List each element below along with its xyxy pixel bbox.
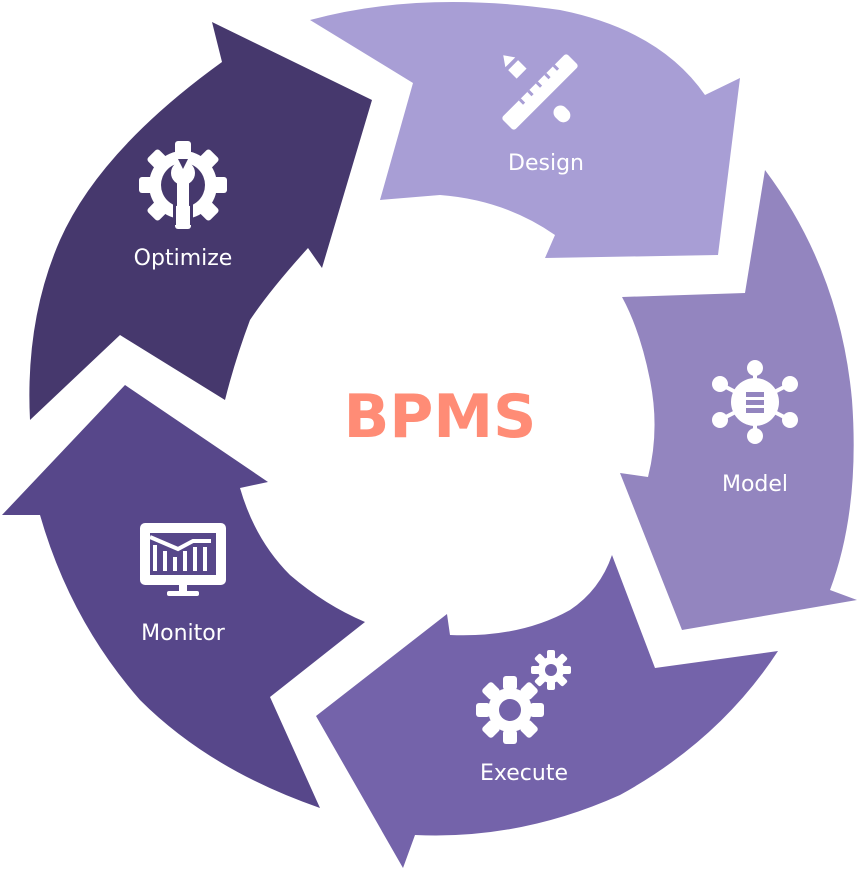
design-label: Design	[508, 151, 584, 176]
network-node-icon	[712, 360, 798, 444]
model-label: Model	[722, 472, 788, 497]
execute-arrow	[316, 555, 778, 868]
monitor-arrow	[2, 385, 365, 808]
execute-label: Execute	[480, 761, 568, 786]
pencil-ruler-icon	[502, 54, 578, 130]
center-title: BPMS	[344, 382, 537, 452]
gears-icon	[476, 650, 571, 744]
monitor-chart-icon	[140, 523, 226, 596]
stage-optimize[interactable]: Optimize	[29, 22, 372, 420]
stage-execute[interactable]: Execute	[316, 555, 778, 868]
stage-design[interactable]: Design	[310, 2, 740, 258]
stage-model[interactable]: Model	[620, 170, 857, 630]
monitor-label: Monitor	[141, 621, 226, 646]
optimize-label: Optimize	[134, 246, 233, 271]
gear-wrench-icon	[139, 141, 227, 229]
optimize-arrow	[29, 22, 372, 420]
design-arrow	[310, 2, 740, 258]
stage-monitor[interactable]: Monitor	[2, 385, 365, 808]
